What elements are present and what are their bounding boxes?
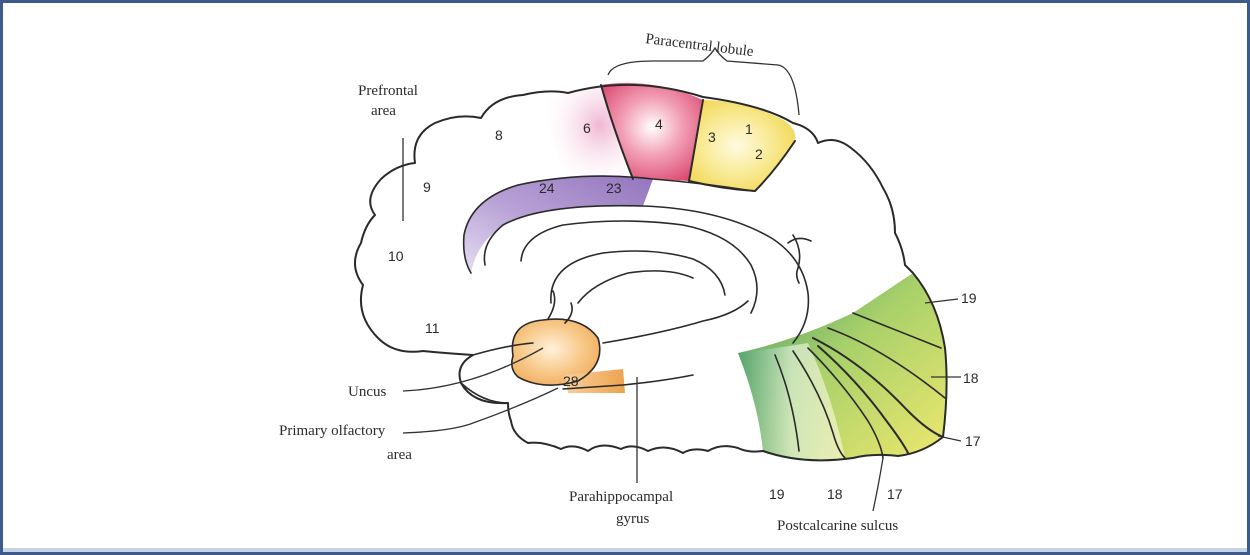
area-9-label: 9 [423,179,431,195]
hippocampal-sulcus [603,301,748,343]
area-4-label: 4 [655,116,663,132]
area-18-bottom-label: 18 [827,486,843,502]
olfactory-leader [403,388,558,433]
prefrontal-area-label-line2: area [371,103,396,119]
postcalcarine-leader [873,458,883,511]
area-3-label: 3 [708,129,716,145]
paracentral-lobule-label: Paracentral lobule [645,31,755,60]
area-23-label: 23 [606,180,622,196]
prefrontal-area-label-line1: Prefrontal [358,83,418,99]
corpus-callosum-inner [551,251,725,303]
area-28-label: 28 [563,373,579,389]
area-24-label: 24 [539,180,555,196]
area-2-label: 2 [755,146,763,162]
corpus-callosum-outer [521,221,757,313]
fornix [578,271,693,303]
area-3-1-2-region [689,100,795,191]
area-6-label: 6 [583,120,591,136]
primary-olfactory-label-line1: Primary olfactory [279,423,386,439]
area-18-right-label: 18 [963,370,979,386]
area-17-right-label: 17 [965,433,981,449]
postcalcarine-sulcus-label: Postcalcarine sulcus [777,518,898,534]
area-19-bottom-label: 19 [769,486,785,502]
area-11-label: 11 [425,320,440,336]
area-19-right-label: 19 [961,290,977,306]
brain-medial-surface-diagram: Paracentral lobule Prefrontal area Uncus… [3,3,1247,552]
parieto-occipital-hook [788,238,811,243]
area-10-label: 10 [388,248,404,264]
area-17-bottom-label: 17 [887,486,903,502]
area-8-label: 8 [495,127,503,143]
primary-olfactory-label-line2: area [387,447,412,463]
uncus-label: Uncus [348,384,386,400]
parahippocampal-gyrus-label-line1: Parahippocampal [569,489,673,505]
bottom-rule [3,548,1247,552]
parahippocampal-gyrus-label-line2: gyrus [616,511,649,527]
cingulate-areas-23-24-region [464,176,653,273]
area-1-label: 1 [745,121,753,137]
